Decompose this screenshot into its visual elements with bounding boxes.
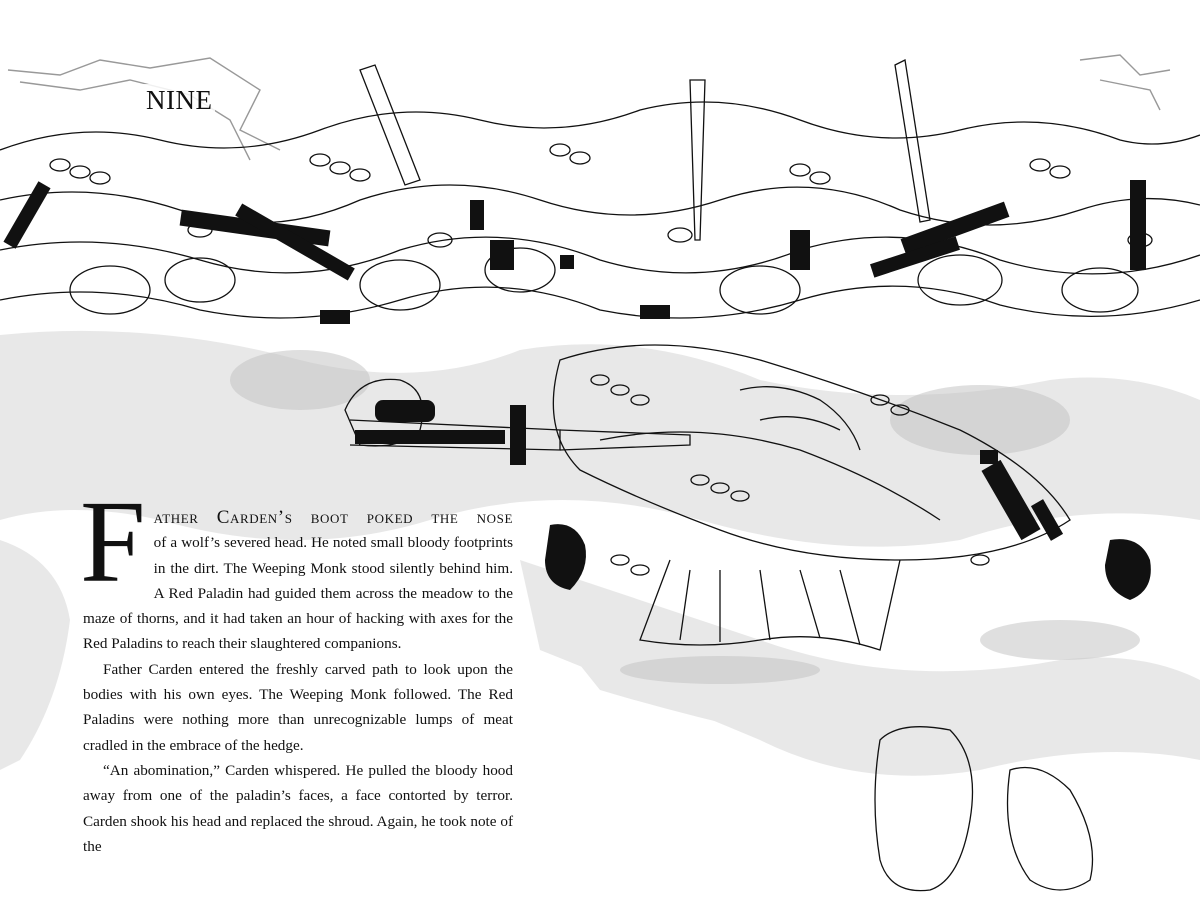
gauntlets	[355, 400, 1151, 600]
paragraph-3: “An abomination,” Carden whispered. He p…	[83, 761, 513, 855]
fallen-paladin	[344, 344, 1094, 892]
ink-wash-dark	[230, 350, 1140, 684]
sword-hilts	[3, 180, 1146, 324]
chapter-title: NINE	[143, 84, 216, 116]
paragraph-1: of a wolf’s severed head. He noted small…	[83, 534, 513, 653]
drop-cap: F	[80, 476, 146, 607]
paragraph-2: Father Carden entered the freshly carved…	[83, 660, 513, 754]
opening-smallcaps: ather Carden’s boot poked the nose	[153, 507, 513, 528]
chapter-body-text: F ather Carden’s boot poked the nose of …	[80, 483, 513, 859]
